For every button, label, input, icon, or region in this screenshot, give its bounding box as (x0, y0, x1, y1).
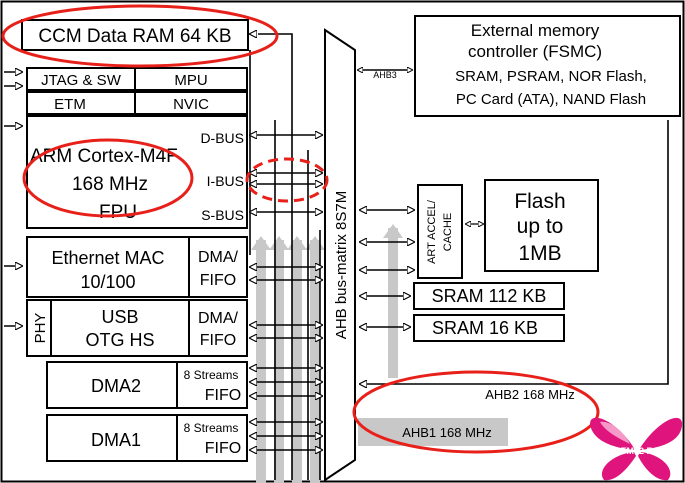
art-accelerator-block (417, 184, 463, 279)
dma2-fifo-block (176, 361, 248, 409)
dma1-label: DMA1 (91, 430, 141, 450)
dma2-streams-label: 8 Streams (184, 368, 239, 382)
ahb2-label: AHB2 168 MHz (485, 387, 575, 402)
fsmc-block (414, 15, 681, 117)
phy-label: PHY (32, 313, 49, 344)
ibus-label: I-BUS (207, 173, 244, 189)
fsmc-title-line1: External memory (471, 21, 600, 40)
cortex-core-name: ARM Cortex-M4F (30, 146, 178, 167)
ccm-ram-label: CCM Data RAM 64 KB (38, 26, 231, 47)
stm32-f4-logo: STM32 F4 (590, 417, 683, 481)
ethernet-label-line2: 10/100 (80, 272, 135, 292)
usb-label-line2: OTG HS (85, 330, 154, 350)
cortex-core-frequency: 168 MHz (72, 174, 148, 195)
logo-highlight (600, 421, 630, 444)
flash-label-line2: up to (517, 215, 564, 238)
usb-label-line1: USB (101, 307, 138, 327)
fsmc-title-line2: controller (FSMC) (468, 42, 602, 61)
fsmc-memory-types-line2: PC Card (ATA), NAND Flash (456, 91, 646, 108)
dma2-fifo-label: FIFO (205, 387, 241, 404)
fsmc-memory-types-line1: SRAM, PSRAM, NOR Flash, (455, 68, 647, 85)
flash-block (484, 179, 599, 272)
ahb2-bus-line (360, 120, 669, 384)
master-bus-arrows (250, 135, 322, 450)
dma2-label: DMA2 (91, 376, 141, 396)
ethernet-fifo-label: FIFO (200, 272, 236, 289)
art-cache-label: CACHE (442, 213, 454, 252)
logo-wing-lower-right (638, 452, 671, 481)
dma2-block (46, 361, 178, 409)
logo-wing-lower-left (601, 452, 636, 481)
gray-bus-lines (256, 228, 508, 483)
flash-label-line1: Flash (514, 190, 565, 213)
jtag-label: JTAG & SW (41, 72, 122, 89)
usb-block (50, 299, 190, 357)
sram16-label: SRAM 16 KB (432, 318, 538, 338)
ethernet-label-line1: Ethernet MAC (51, 248, 164, 268)
ahb-bus-matrix (324, 28, 356, 482)
logo-text: STM32 F4 (615, 446, 657, 456)
sram112-block (413, 282, 565, 310)
slave-bus-arrows (360, 210, 414, 327)
dma1-block (46, 414, 178, 462)
mpu-label: MPU (174, 72, 207, 89)
highlight-ibus (245, 157, 329, 203)
art-accelerator-label: ART ACCEL/ (426, 199, 438, 264)
ethernet-dma-fifo-block (188, 236, 248, 298)
dbus-label: D-BUS (200, 130, 244, 146)
highlight-core-frequency (22, 138, 194, 218)
ethernet-dma-label: DMA/ (198, 249, 239, 266)
sbus-label: S-BUS (201, 207, 244, 223)
dma1-streams-label: 8 Streams (184, 421, 239, 435)
usb-dma-label: DMA/ (198, 310, 239, 327)
ahb3-label: AHB3 (373, 70, 397, 80)
sram16-block (413, 314, 565, 342)
dma1-fifo-label: FIFO (205, 440, 241, 457)
sram112-label: SRAM 112 KB (432, 286, 547, 306)
flash-label-line3: 1MB (518, 242, 561, 265)
mpu-block (134, 67, 248, 91)
nvic-block (134, 91, 248, 115)
external-input-arrows (4, 72, 22, 326)
usb-dma-fifo-block (188, 299, 248, 357)
highlight-ccm-ram (1, 4, 279, 68)
usb-fifo-label: FIFO (200, 332, 236, 349)
ethernet-block (26, 236, 190, 298)
etm-label: ETM (54, 96, 86, 113)
logo-wing-upper-right (640, 417, 683, 450)
ahb-bus-matrix-label: AHB bus-matrix 8S7M (333, 191, 350, 339)
cortex-core-fpu: FPU (99, 202, 137, 223)
ccm-ram-block (21, 19, 249, 51)
red-highlights (1, 4, 600, 454)
nvic-label: NVIC (173, 96, 209, 113)
ahb1-label: AHB1 168 MHz (402, 425, 492, 440)
highlight-ahb-buses (352, 370, 600, 454)
dma1-fifo-block (176, 414, 248, 462)
